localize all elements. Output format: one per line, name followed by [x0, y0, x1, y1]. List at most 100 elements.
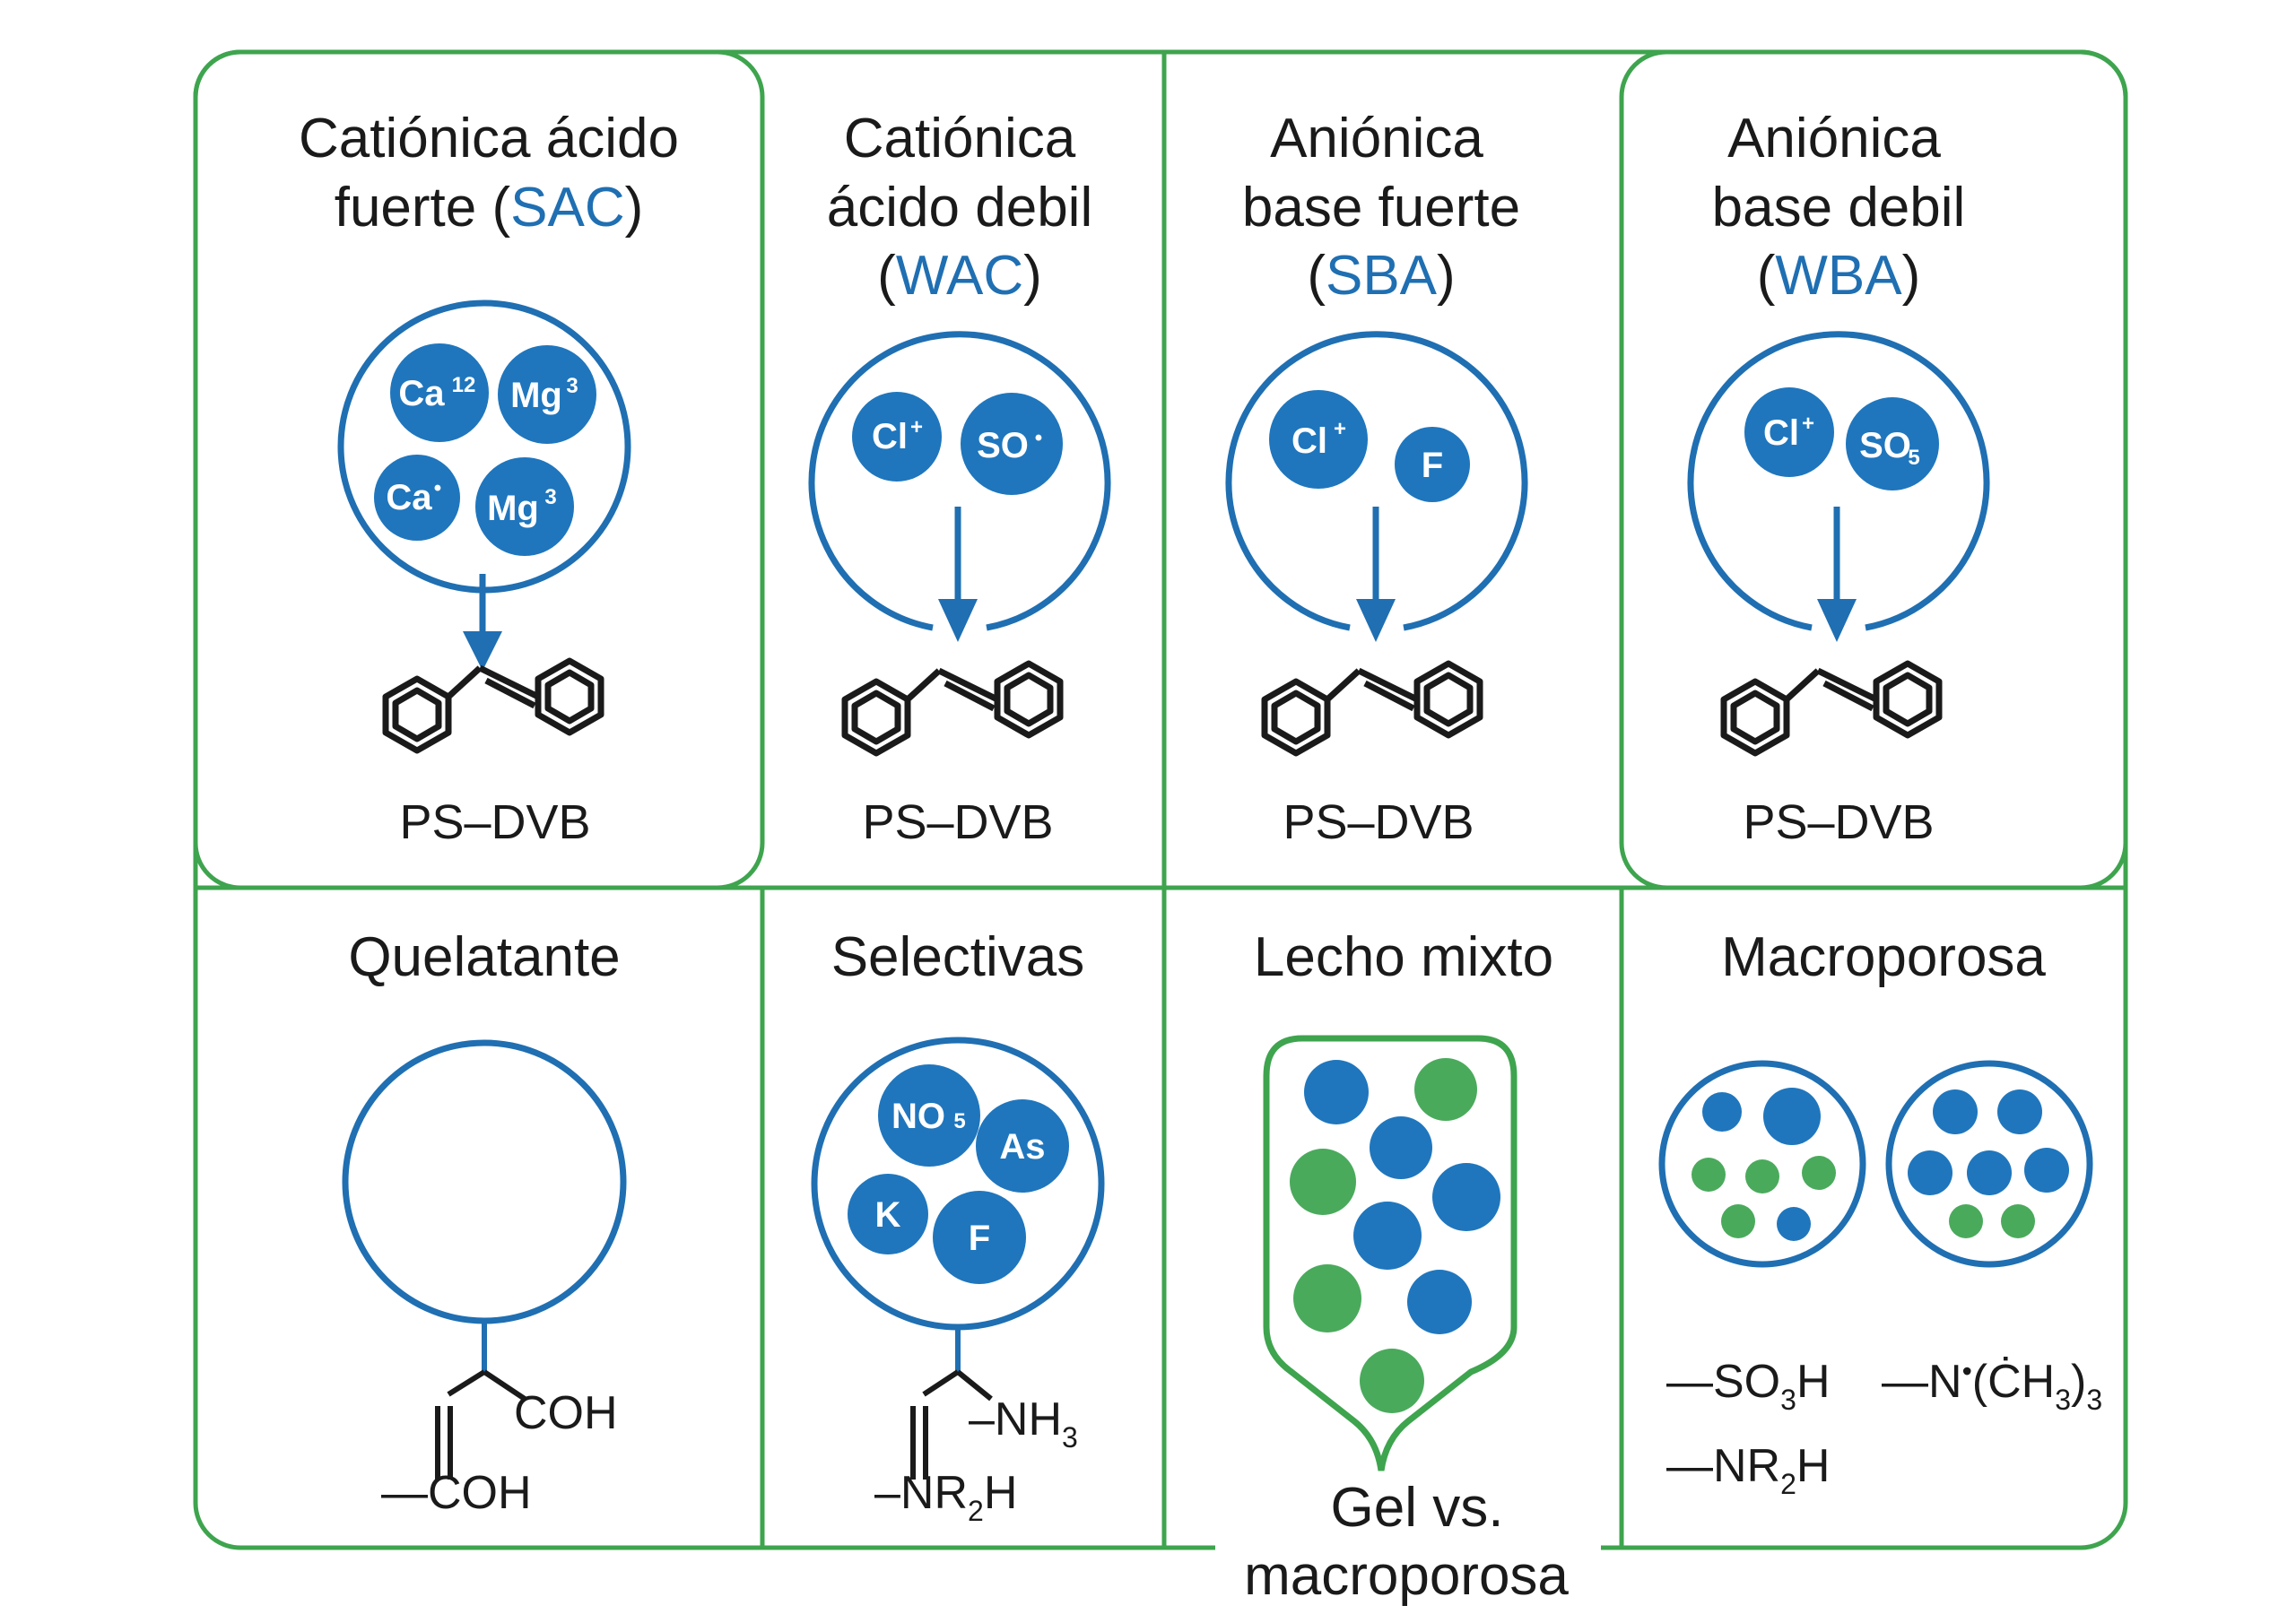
svg-text:Ca: Ca [398, 374, 445, 413]
wba-title-line1: Aniónica [1727, 108, 1941, 169]
svg-text:12: 12 [452, 373, 476, 397]
caption-notch [1215, 1539, 1601, 1557]
svg-text:•: • [1035, 426, 1042, 450]
panel-selectivas: Selectivas NO 5 As K F –NH3 –NR2H [811, 926, 1105, 1527]
lecho-caption-line1: Gel vs. [1331, 1477, 1504, 1539]
svg-text:F: F [1422, 446, 1443, 485]
wba-backbone-label: PS–DVB [1743, 795, 1934, 849]
anion-bead [1432, 1163, 1500, 1231]
svg-text:F: F [969, 1219, 990, 1258]
ion-cl: Cl+ [852, 392, 942, 482]
panel-wac: Catiónica ácido debil (WAC) Cl+ SO• PS–D… [808, 108, 1111, 849]
sba-backbone-label: PS–DVB [1283, 795, 1474, 849]
resin-bead-outline [342, 1039, 627, 1324]
styrene-structure-icon [386, 661, 601, 751]
sba-title-line1: Aniónica [1270, 108, 1483, 169]
sba-title-line3: (SBA) [1307, 245, 1455, 307]
ion-ca-1: Ca 12 [390, 343, 489, 442]
svg-text:•: • [434, 476, 441, 500]
cation-bead [1360, 1349, 1424, 1413]
quelatante-group1: COH [514, 1387, 618, 1439]
grid-frame [193, 49, 2128, 1550]
styrene-structure-icon [1724, 664, 1939, 753]
sac-title-line1: Catiónica ácido [299, 108, 679, 169]
svg-text:SO: SO [1859, 426, 1911, 465]
svg-text:SO: SO [977, 426, 1029, 465]
cation-bead [1414, 1058, 1477, 1121]
resin-bead-outline [1225, 331, 1528, 631]
panel-lecho-mixto: Lecho mixto Gel vs. macroporosa [1244, 926, 1569, 1607]
anion-bead [1370, 1116, 1432, 1179]
resin-bead-outline [808, 331, 1111, 631]
ion-as: As [976, 1099, 1069, 1193]
lecho-caption-line2: macroporosa [1244, 1545, 1569, 1607]
svg-text:Cl: Cl [1292, 421, 1327, 461]
ion-no: NO 5 [878, 1064, 980, 1167]
styrene-structure-icon [1265, 664, 1480, 753]
svg-text:Cl: Cl [872, 417, 908, 456]
arrow-down [938, 507, 978, 642]
chelating-group-structure [435, 1369, 526, 1480]
styrene-structure-icon [845, 664, 1060, 753]
panel-quelatante: Quelatante COH —COH [342, 926, 627, 1519]
sba-title-line2: base fuerte [1242, 177, 1520, 239]
svg-text:3: 3 [566, 374, 578, 398]
panel-wba: Aniónica base debil (WBA) Cl+ SO5 PS–DVB [1687, 108, 1990, 849]
panel-sba: Aniónica base fuerte (SBA) Cl + F PS–DVB [1225, 108, 1528, 849]
sba-abbr: SBA [1326, 245, 1438, 307]
wba-title-line3: (WBA) [1757, 245, 1921, 307]
ion-f: F [1395, 427, 1470, 502]
ion-so: SO5 [1846, 397, 1939, 490]
sac-backbone-label: PS–DVB [399, 795, 590, 849]
ion-cl: Cl + [1269, 390, 1368, 489]
svg-text:Mg: Mg [487, 489, 539, 528]
svg-text:NO: NO [891, 1097, 945, 1136]
anion-bead [1304, 1060, 1369, 1124]
selective-group-structure [910, 1369, 993, 1480]
resin-bead-outline [337, 299, 631, 594]
selectivas-group1: –NH3 [969, 1393, 1078, 1454]
wba-title-line2: base debil [1712, 177, 1966, 239]
svg-text:5: 5 [1908, 446, 1919, 470]
svg-text:Mg: Mg [510, 376, 562, 415]
quelatante-title: Quelatante [348, 926, 620, 988]
arrow-down [1817, 507, 1857, 642]
arrow-down [463, 574, 502, 671]
macroporosa-group-sulfonic: —SO3H [1666, 1356, 1831, 1416]
wac-title-line2: ácido debil [827, 177, 1092, 239]
ion-k: K [848, 1174, 928, 1254]
cation-bead [1290, 1149, 1356, 1215]
macroporous-resin-bead [1885, 1060, 2093, 1268]
gel-resin-bead [1658, 1060, 1866, 1268]
ion-ca-2: Ca• [374, 455, 460, 541]
panel-macroporosa: Macroporosa —SO3H —N•(ĊH3)3 —NR2H [1658, 926, 2102, 1500]
cation-bead [1293, 1264, 1361, 1332]
ion-cl: Cl+ [1744, 387, 1834, 477]
sac-title-line2: fuerte (SAC) [335, 177, 644, 239]
sac-abbr: SAC [510, 177, 624, 239]
svg-text:Ca: Ca [386, 478, 432, 517]
svg-text:Cl: Cl [1763, 413, 1799, 453]
wac-title-line1: Catiónica [844, 108, 1076, 169]
svg-text:As: As [999, 1127, 1045, 1167]
svg-text:+: + [1334, 417, 1346, 441]
anion-bead [1353, 1202, 1422, 1270]
svg-text:5: 5 [953, 1109, 965, 1133]
macroporosa-group-quaternary: —N•(ĊH3)3 [1882, 1355, 2102, 1416]
ion-f: F [933, 1191, 1026, 1284]
ion-so: SO• [961, 393, 1063, 495]
wac-title-line3: (WAC) [877, 245, 1042, 307]
wac-abbr: WAC [896, 245, 1023, 307]
anion-bead [1407, 1270, 1472, 1334]
svg-text:3: 3 [544, 485, 556, 509]
selectivas-title: Selectivas [831, 926, 1085, 988]
selectivas-group2: –NR2H [874, 1467, 1017, 1527]
svg-text:+: + [1802, 412, 1814, 436]
svg-text:+: + [910, 415, 923, 439]
svg-text:K: K [875, 1195, 901, 1235]
macroporosa-title: Macroporosa [1721, 926, 2046, 988]
